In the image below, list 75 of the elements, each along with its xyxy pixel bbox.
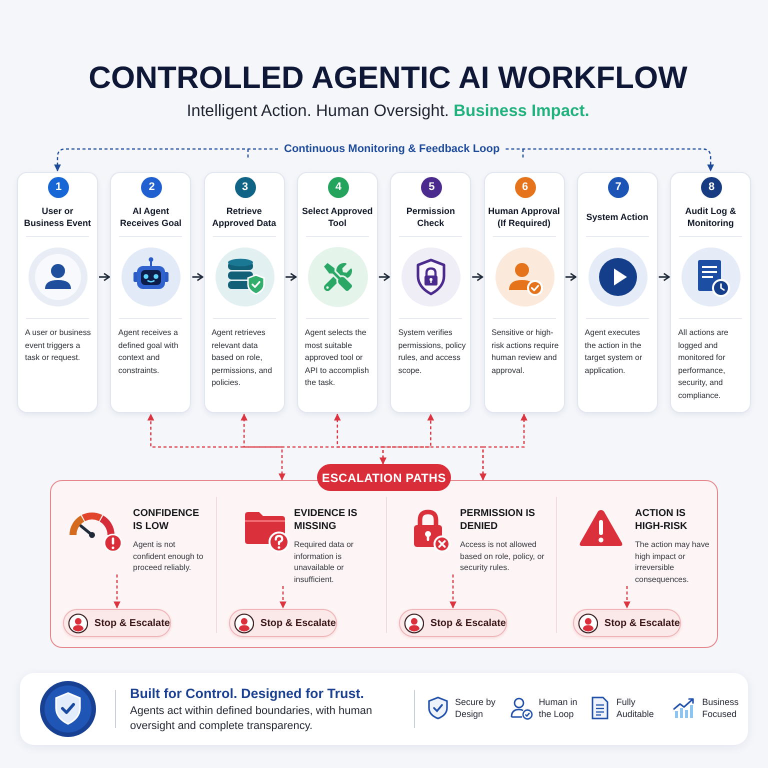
arrow xyxy=(472,272,484,282)
feature-label: Business Focused xyxy=(702,696,740,720)
step-description: Sensitive or high-risk actions require human review and approval. xyxy=(492,327,560,377)
step-description: Agent executes the action in the target system or application. xyxy=(584,327,644,377)
dashed-arrow xyxy=(54,148,278,172)
step-number-badge: 3 xyxy=(234,177,256,198)
feature-label: Secure by Design xyxy=(455,696,497,720)
arrow xyxy=(658,272,670,282)
feature-label: Human in the Loop xyxy=(538,696,578,720)
step-title: Retrieve Approved Data xyxy=(211,204,278,230)
escalation-title: PERMISSION IS DENIED xyxy=(460,507,536,533)
step-card xyxy=(484,172,564,413)
escalation-title: CONFIDENCE IS LOW xyxy=(133,507,200,533)
dashed-arrow xyxy=(624,586,630,608)
dashed-arrow xyxy=(147,414,286,480)
section-heading: ESCALATION PATHS xyxy=(317,464,451,491)
step-title: System Action xyxy=(585,210,650,224)
step-number-badge: 6 xyxy=(514,177,536,198)
pill-label: Stop & Escalate xyxy=(430,616,506,630)
step-card xyxy=(204,172,285,413)
step-card xyxy=(110,172,192,413)
page-title: CONTROLLED AGENTIC AI WORKFLOW xyxy=(88,59,688,97)
step-card xyxy=(390,172,472,413)
step-title: Permission Check xyxy=(405,204,456,230)
dashed-arrow xyxy=(450,574,456,608)
escalation-description: Agent is not confident enough to proceed reliably. xyxy=(133,539,204,574)
arrow xyxy=(286,272,297,282)
step-description: Agent retrieves relevant data based on role, permissions, and policies. xyxy=(212,327,274,390)
pill-label: Stop & Escalate xyxy=(94,616,170,630)
step-number-badge: 8 xyxy=(701,177,722,198)
step-title: AI Agent Receives Goal xyxy=(119,204,183,230)
pill-label: Stop & Escalate xyxy=(604,616,680,630)
step-title: Human Approval (If Required) xyxy=(488,204,560,230)
dashed-arrow xyxy=(280,586,286,608)
escalation-title: EVIDENCE IS MISSING xyxy=(294,507,358,533)
escalation-title: ACTION IS HIGH-RISK xyxy=(635,507,688,533)
step-number-badge: 7 xyxy=(608,177,629,198)
step-description: A user or business event triggers a task or request. xyxy=(25,327,92,364)
escalation-pill xyxy=(399,609,507,637)
escalation-pill xyxy=(573,609,681,637)
step-card xyxy=(17,172,98,413)
dashed-arrow xyxy=(380,414,434,464)
arrow xyxy=(378,272,390,282)
loop-label: Continuous Monitoring & Feedback Loop xyxy=(284,141,500,157)
dashed-arrow xyxy=(114,574,120,608)
arrow xyxy=(566,272,576,282)
step-description: All actions are logged and monitored for performance, security, and compliance. xyxy=(678,327,730,402)
subtitle: Intelligent Action. Human Oversight. Business Impact. xyxy=(186,101,590,121)
feature-label: Fully Auditable xyxy=(616,696,655,720)
escalation-description: The action may have high impact or irreversible consequences. xyxy=(635,539,710,585)
step-card xyxy=(576,172,658,413)
dashed-arrow xyxy=(480,414,528,480)
step-card xyxy=(670,172,752,413)
arrow xyxy=(99,272,110,282)
footer-text: Agents act within defined boundaries, with human oversight and complete transparency. xyxy=(130,704,374,734)
pill-label: Stop & Escalate xyxy=(260,616,336,630)
step-title: Select Approved Tool xyxy=(301,204,374,230)
step-description: Agent receives a defined goal with context and constraints. xyxy=(118,327,180,377)
step-title: User or Business Event xyxy=(22,204,92,230)
step-number-badge: 1 xyxy=(48,177,69,198)
dashed-arrow xyxy=(506,148,714,172)
step-number-badge: 2 xyxy=(141,177,162,198)
escalation-pill xyxy=(229,609,337,637)
arrow xyxy=(192,272,204,282)
step-description: System verifies permissions, policy rules, and access scope. xyxy=(398,327,466,377)
step-card xyxy=(296,172,378,413)
step-number-badge: 5 xyxy=(421,177,442,198)
footer-banner xyxy=(20,673,748,745)
step-description: Agent selects the most suitable approved tool or API to accomplish the task. xyxy=(304,327,370,390)
escalation-description: Access is not allowed based on role, policy, or security rules. xyxy=(460,539,546,574)
step-title: Audit Log & Monitoring xyxy=(684,204,738,230)
escalation-description: Required data or information is unavailable or insufficient. xyxy=(294,539,355,585)
step-number-badge: 4 xyxy=(328,177,349,198)
escalation-pill xyxy=(63,609,171,637)
footer-heading: Built for Control. Designed for Trust. xyxy=(130,685,364,703)
